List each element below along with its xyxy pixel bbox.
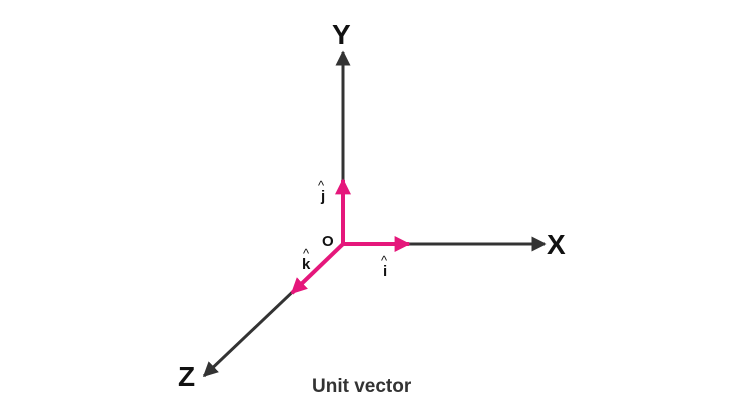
i-hat-symbol: ^ (381, 253, 388, 268)
origin-label: O (322, 233, 334, 250)
y-axis-label: Y (332, 19, 351, 50)
j-hat-label: ^ j (318, 178, 325, 205)
z-axis-label: Z (178, 361, 195, 392)
k-hat-label: ^ k (302, 246, 311, 273)
x-axis-label: X (547, 229, 566, 260)
i-label: i (383, 263, 387, 280)
i-hat-label: ^ i (381, 253, 388, 280)
k-unit-vector (290, 242, 345, 295)
j-label: j (320, 188, 325, 205)
k-label: k (302, 256, 311, 273)
diagram-caption: Unit vector (312, 376, 412, 397)
k-hat-symbol: ^ (303, 246, 310, 261)
j-hat-symbol: ^ (318, 178, 325, 193)
